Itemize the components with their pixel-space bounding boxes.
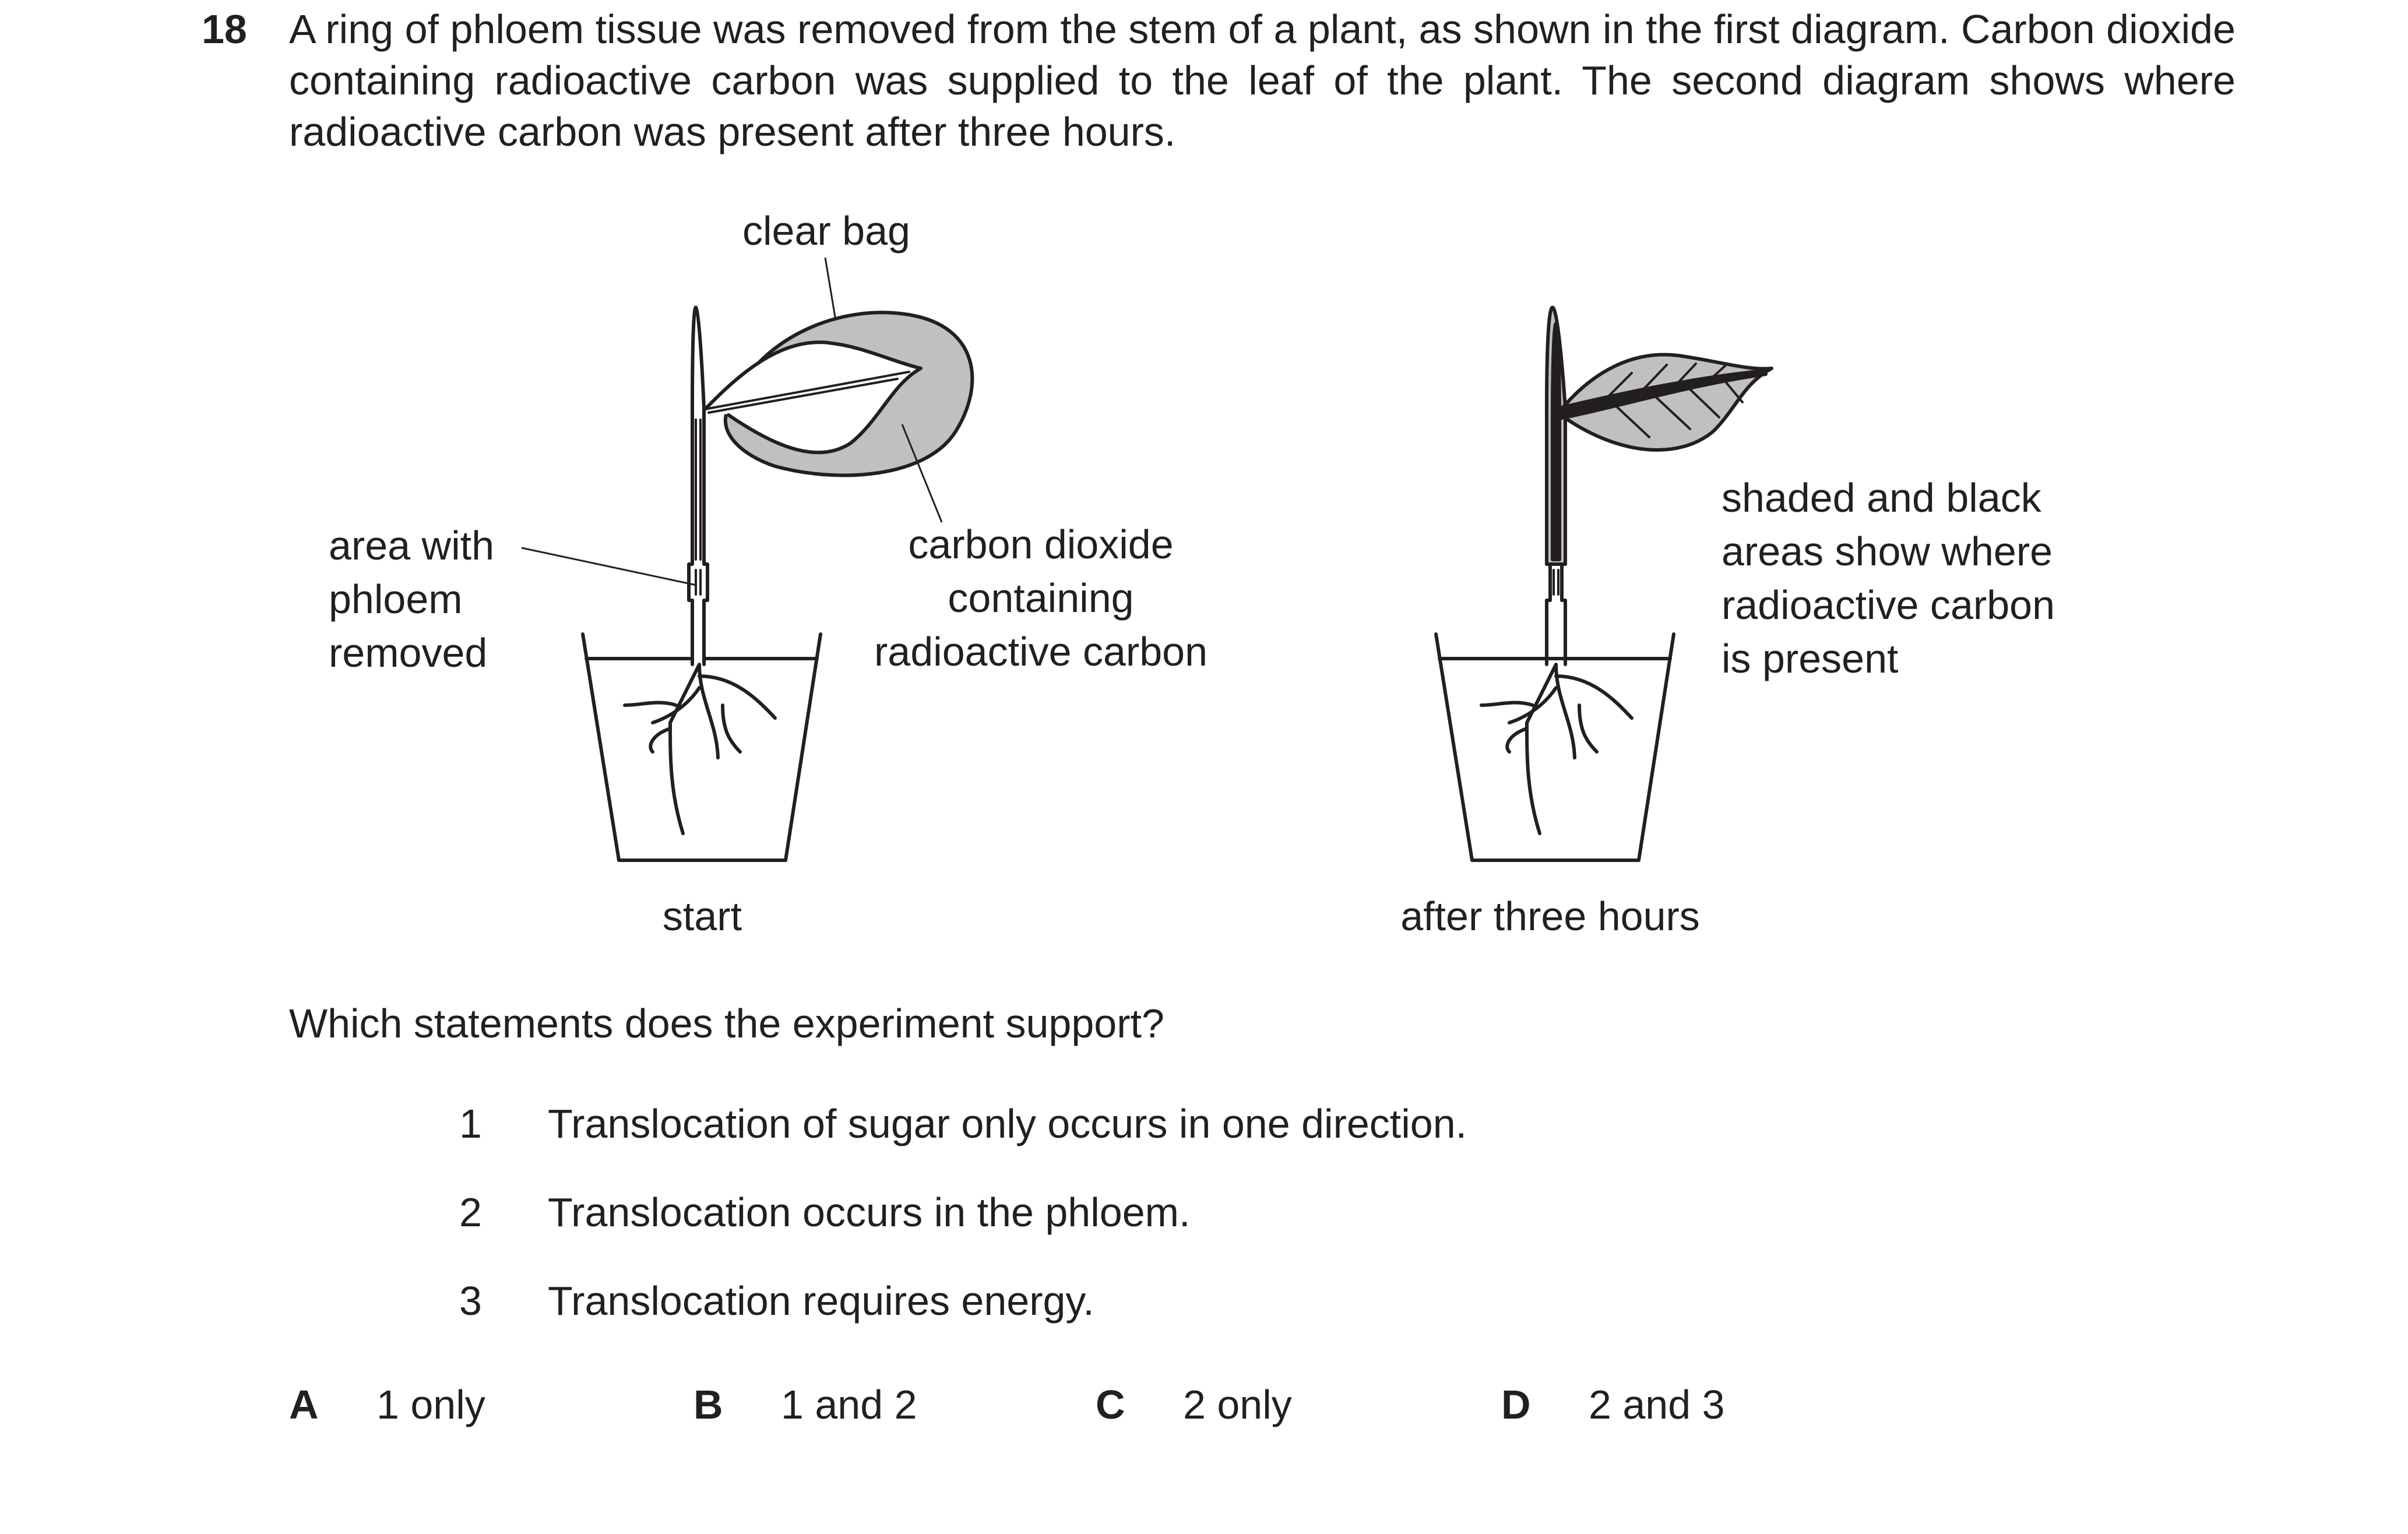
option-a-text[interactable]: 1 only	[376, 1382, 485, 1427]
start-stem	[687, 305, 709, 666]
option-b-letter[interactable]: B	[693, 1382, 723, 1427]
option-a-letter[interactable]: A	[289, 1382, 319, 1427]
label-key-1: shaded and black	[1721, 475, 2042, 520]
caption-start: start	[663, 893, 742, 939]
statement-2-text: Translocation occurs in the phloem.	[548, 1190, 1191, 1235]
statement-3-number: 3	[459, 1278, 482, 1324]
option-d-letter[interactable]: D	[1501, 1382, 1531, 1427]
after-stem-black	[1551, 322, 1561, 561]
label-co2-1: carbon dioxide	[908, 522, 1173, 567]
start-leaf	[703, 340, 923, 455]
after-stem-lower	[1545, 562, 1567, 666]
label-key-2: areas show where	[1721, 529, 2053, 574]
label-co2-3: radioactive carbon	[874, 629, 1207, 674]
start-beaker	[581, 632, 822, 862]
label-key-3: radioactive carbon	[1721, 582, 2055, 628]
statement-1-number: 1	[459, 1101, 482, 1146]
option-c-text[interactable]: 2 only	[1183, 1382, 1292, 1427]
question-prompt: Which statements does the experiment sup…	[289, 1001, 1164, 1046]
option-c-letter[interactable]: C	[1096, 1382, 1125, 1427]
after-plant-diagram	[1434, 305, 1773, 862]
question-stem: A ring of phloem tissue was removed from…	[289, 6, 2236, 154]
after-roots	[1480, 663, 1634, 835]
start-roots	[623, 663, 777, 835]
option-b-text[interactable]: 1 and 2	[781, 1382, 917, 1427]
label-clear-bag: clear bag	[742, 208, 910, 254]
start-plant-diagram	[581, 305, 974, 862]
label-phloem-removed-3: removed	[329, 630, 487, 675]
statement-3-text: Translocation requires energy.	[548, 1278, 1094, 1324]
after-beaker	[1434, 632, 1675, 862]
statement-2-number: 2	[459, 1190, 482, 1235]
label-phloem-removed-2: phloem	[329, 576, 463, 622]
question-number: 18	[202, 6, 247, 52]
option-d-text[interactable]: 2 and 3	[1589, 1382, 1725, 1427]
label-co2-2: containing	[948, 575, 1133, 621]
label-phloem-removed-1: area with	[329, 523, 494, 568]
experiment-figure: clear bag area with phloem removed carbo…	[329, 208, 2055, 939]
statement-1-text: Translocation of sugar only occurs in on…	[548, 1101, 1467, 1146]
caption-after: after three hours	[1400, 893, 1700, 939]
after-midrib	[1558, 369, 1768, 420]
start-leader-lines	[521, 257, 943, 586]
label-key-4: is present	[1721, 636, 1898, 681]
